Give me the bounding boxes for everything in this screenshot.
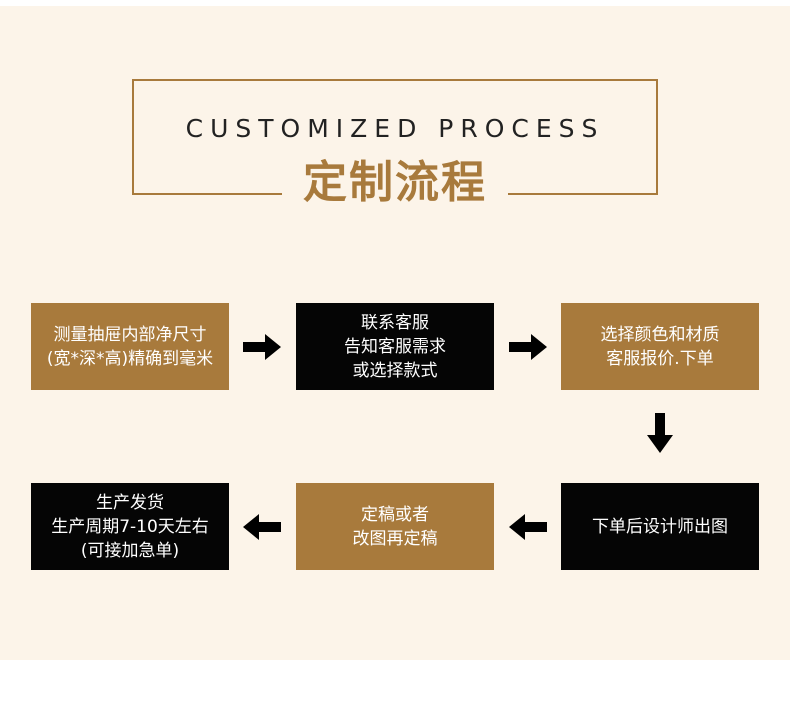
step-5-finalize: 定稿或者 改图再定稿 — [296, 483, 494, 570]
step-3-text: 选择颜色和材质 客服报价.下单 — [600, 324, 720, 369]
step-3-select: 选择颜色和材质 客服报价.下单 — [561, 303, 759, 390]
step-1-text: 测量抽屉内部净尺寸 (宽*深*高)精确到毫米 — [46, 324, 214, 369]
title-english: CUSTOMIZED PROCESS — [185, 114, 605, 143]
step-2-contact: 联系客服 告知客服需求 或选择款式 — [296, 303, 494, 390]
step-4-design: 下单后设计师出图 — [561, 483, 759, 570]
step-6-ship: 生产发货 生产周期7-10天左右 (可接加急单) — [31, 483, 229, 570]
arrow-left-icon — [241, 506, 283, 548]
arrow-right-icon — [241, 326, 283, 368]
arrow-down-icon — [639, 411, 681, 453]
step-1-measure: 测量抽屉内部净尺寸 (宽*深*高)精确到毫米 — [31, 303, 229, 390]
step-6-text: 生产发货 生产周期7-10天左右 (可接加急单) — [51, 492, 209, 561]
arrow-left-icon — [507, 506, 549, 548]
arrow-right-icon — [507, 326, 549, 368]
step-5-text: 定稿或者 改图再定稿 — [352, 504, 438, 549]
step-2-text: 联系客服 告知客服需求 或选择款式 — [344, 312, 446, 381]
step-4-text: 下单后设计师出图 — [592, 516, 728, 537]
title-chinese: 定制流程 — [282, 152, 508, 214]
